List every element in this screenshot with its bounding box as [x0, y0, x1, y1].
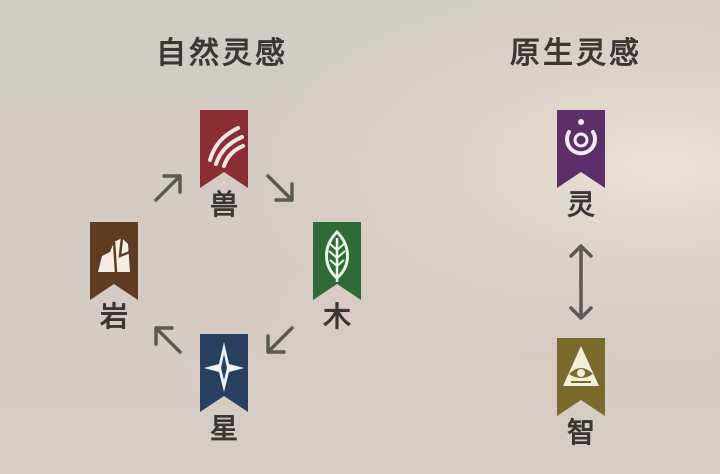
moon-ring-icon [557, 110, 605, 188]
star-label: 星 [209, 412, 238, 445]
arrow-beast-to-wood-icon [266, 174, 294, 202]
spirit-node[interactable]: 灵 [546, 110, 616, 220]
leaf-icon [313, 222, 361, 300]
wisdom-label: 智 [566, 416, 595, 449]
star-compass-icon [200, 334, 248, 412]
double-arrow-icon [569, 244, 593, 320]
rock-label: 岩 [99, 300, 128, 333]
spirit-label: 灵 [566, 188, 595, 221]
wisdom-node[interactable]: 智 [546, 338, 616, 448]
claw-icon [200, 110, 248, 188]
wood-label: 木 [322, 300, 351, 333]
native-inspiration-title: 原生灵感 [510, 36, 642, 71]
arrow-wood-to-star-icon [266, 326, 294, 354]
beast-node[interactable]: 兽 [189, 110, 259, 220]
wood-node[interactable]: 木 [302, 222, 372, 332]
beast-label: 兽 [209, 188, 238, 221]
arrow-rock-to-beast-icon [154, 174, 182, 202]
rock-node[interactable]: 岩 [79, 222, 149, 332]
eye-pyramid-icon [557, 338, 605, 416]
natural-inspiration-title: 自然灵感 [156, 36, 288, 71]
arrow-star-to-rock-icon [154, 326, 182, 354]
rock-icon [90, 222, 138, 300]
star-node[interactable]: 星 [189, 334, 259, 444]
